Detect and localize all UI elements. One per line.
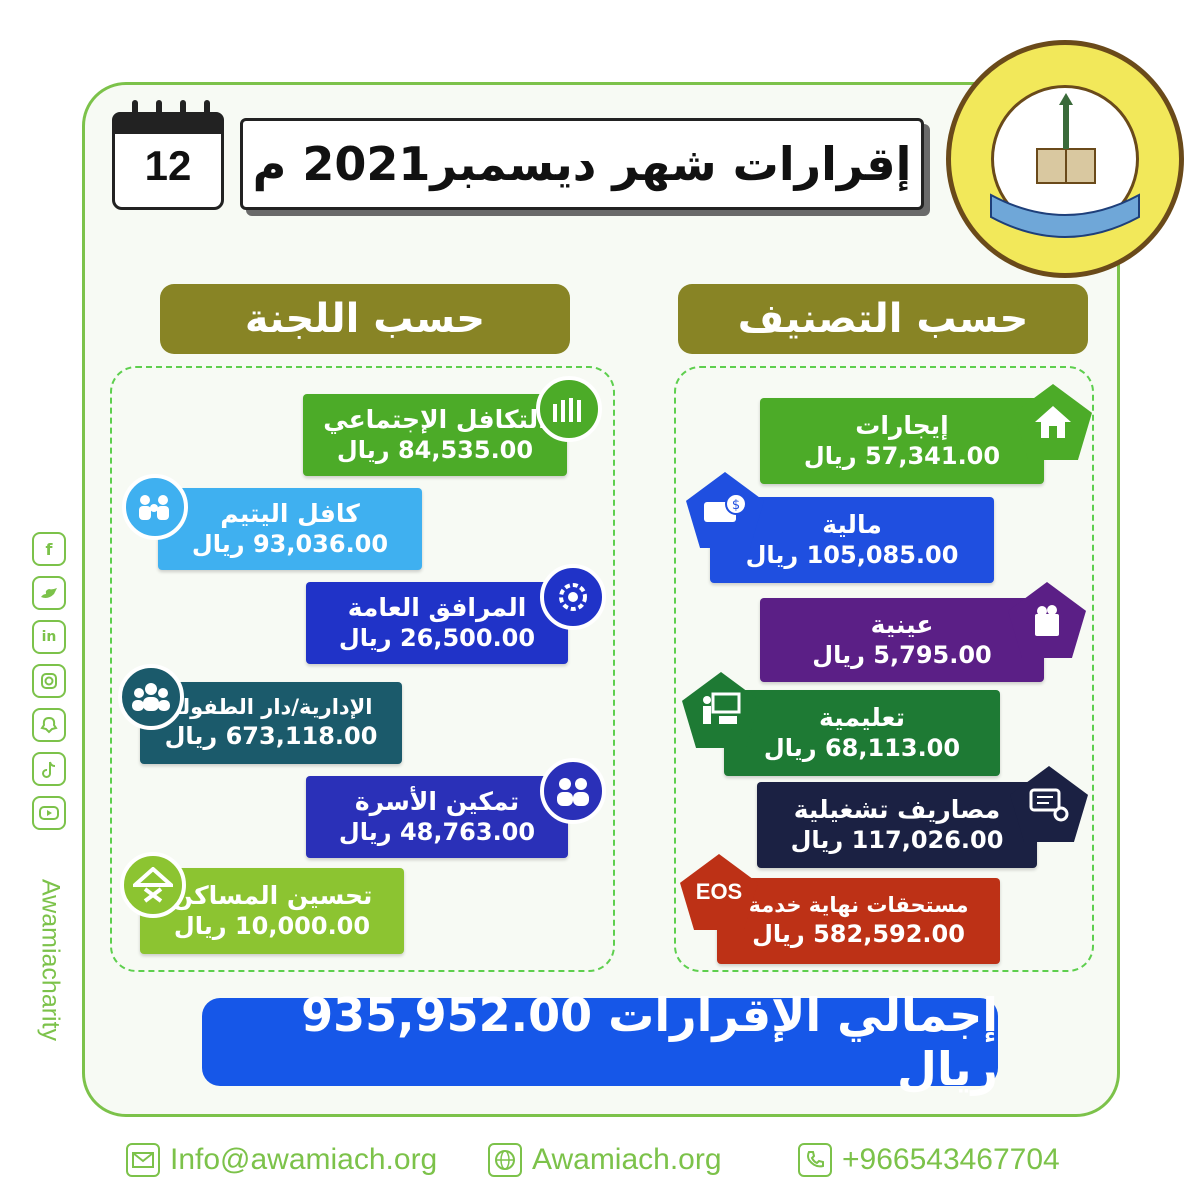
committee-item-orphan-sponsor: كافل اليتيم 93,036.00 ريال [158,488,422,570]
raised-hands-icon [536,376,602,442]
committee-item-social-solidarity: التكافل الإجتماعي 84,535.00 ريال [303,394,567,476]
classification-item-operating-expenses: مصاريف تشغيلية 117,026.00 ريال [757,782,1037,868]
calendar-day-number: 12 [144,142,192,189]
item-label: مصاريف تشغيلية [793,795,1001,824]
item-label: الإدارية/دار الطفولة [169,695,373,720]
eos-icon-label: EOS [695,879,743,904]
item-amount: 117,026.00 ريال [790,826,1004,854]
item-amount: 105,085.00 ريال [745,541,959,569]
house-tools-icon [120,852,186,918]
website-text: Awamiach.org [532,1143,722,1176]
classification-item-educational: تعليمية 68,113.00 ريال [724,690,1000,776]
item-amount: 84,535.00 ريال [336,436,534,464]
instagram-icon[interactable] [32,664,66,698]
svg-text:$: $ [732,498,740,513]
group-icon [118,664,184,730]
item-label: تحسين المساكن [171,881,373,910]
footer-email[interactable]: Info@awamiach.org [126,1140,437,1180]
snapchat-icon[interactable] [32,708,66,742]
globe-icon [488,1143,522,1177]
gear-bulb-icon [540,564,606,630]
classification-panel [674,366,1094,972]
item-label: إيجارات [855,411,949,440]
footer-website[interactable]: Awamiach.org [488,1140,722,1180]
item-amount: 26,500.00 ريال [338,624,536,652]
page-title: إقرارات شهر ديسمبر2021 م [240,118,924,210]
social-handle: Awamiacharity [36,878,65,1042]
item-amount: 57,341.00 ريال [803,442,1001,470]
footer-phone[interactable]: +966543467704 [798,1140,1060,1180]
committee-item-public-facilities: المرافق العامة 26,500.00 ريال [306,582,568,664]
email-text: Info@awamiach.org [170,1143,438,1176]
tiktok-icon[interactable] [32,752,66,786]
item-label: المرافق العامة [347,593,527,622]
item-label: مالية [822,510,882,539]
twitter-icon[interactable] [32,576,66,610]
youtube-icon[interactable] [32,796,66,830]
item-amount: 5,795.00 ريال [812,641,992,669]
total-amount-bar: إجمالي الإقرارات 935,952.00 ريال [202,988,998,1096]
family-icon [122,474,188,540]
classification-item-rent: إيجارات 57,341.00 ريال [760,398,1044,484]
phone-text: +966543467704 [842,1143,1060,1176]
item-amount: 68,113.00 ريال [763,734,961,762]
item-amount: 673,118.00 ريال [164,721,378,750]
facebook-icon[interactable]: f [32,532,66,566]
committee-panel [110,366,615,972]
committee-item-family-empowerment: تمكين الأسرة 48,763.00 ريال [306,776,568,858]
item-label: عينية [870,610,934,639]
linkedin-icon[interactable]: in [32,620,66,654]
item-label: التكافل الإجتماعي [323,405,547,434]
charity-seal-logo [946,40,1184,278]
item-label: كافل اليتيم [220,499,360,528]
phone-icon [798,1143,832,1177]
item-label: تعليمية [818,703,906,732]
item-label: تمكين الأسرة [354,787,520,816]
calendar-icon: 12 [112,100,228,212]
item-amount: 93,036.00 ريال [191,530,389,558]
item-amount: 582,592.00 ريال [752,919,965,948]
seal-emblem-icon [990,93,1140,238]
mail-icon [126,1143,160,1177]
classification-item-end-of-service: مستحقات نهاية خدمة 582,592.00 ريال [717,878,1000,964]
section-header-classification: حسب التصنيف [678,284,1088,354]
item-amount: 48,763.00 ريال [338,818,536,846]
item-amount: 10,000.00 ريال [173,912,371,940]
classification-item-in-kind: عينية 5,795.00 ريال [760,598,1044,682]
item-label: مستحقات نهاية خدمة [748,893,969,918]
family-empower-icon [540,758,606,824]
section-header-committee: حسب اللجنة [160,284,570,354]
committee-item-housing-improvement: تحسين المساكن 10,000.00 ريال [140,868,404,954]
